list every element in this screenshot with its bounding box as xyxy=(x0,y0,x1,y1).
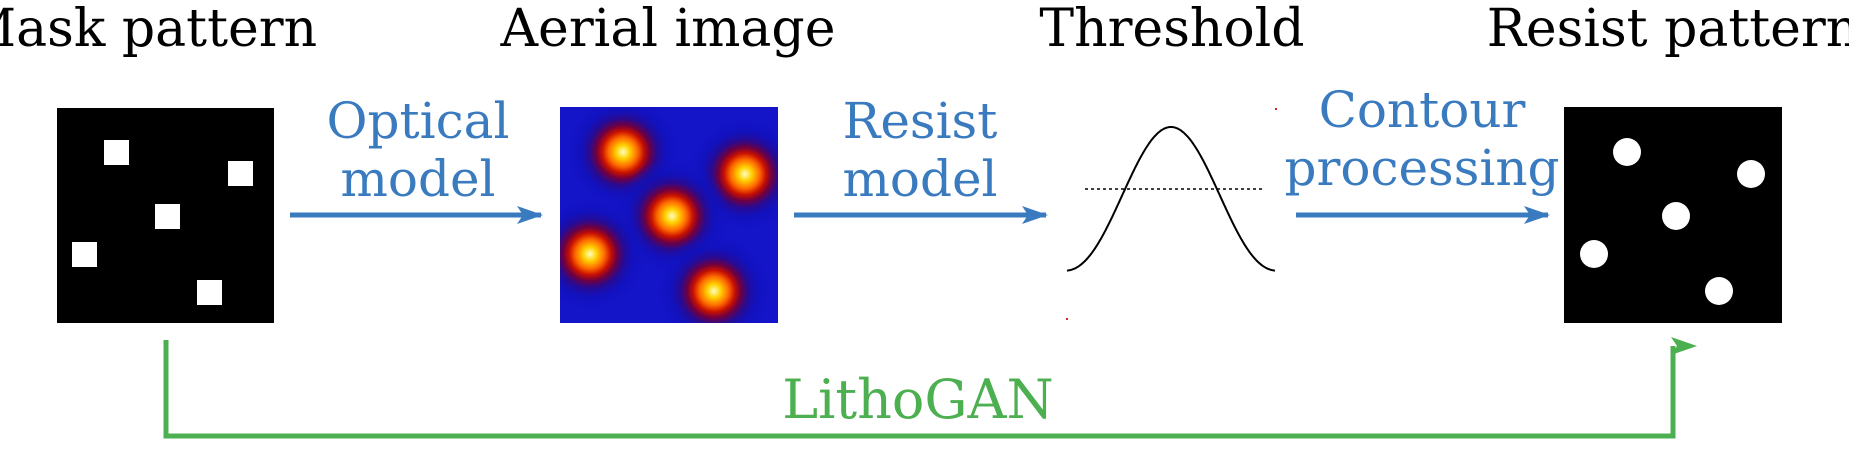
resist-contact-hole xyxy=(1737,160,1765,188)
mask-pattern-panel xyxy=(57,108,274,323)
resist-contact-hole xyxy=(1662,202,1690,230)
contour-processing-label-line2: processing xyxy=(1284,139,1559,197)
mask-square xyxy=(104,140,129,165)
aerial-image-panel xyxy=(560,107,778,323)
mask-square xyxy=(228,161,253,186)
optical-model-label-line2: model xyxy=(340,150,495,208)
resist-model-label-line1: Resist xyxy=(843,92,998,150)
intensity-curve xyxy=(1066,126,1276,272)
mask-square xyxy=(197,280,222,305)
resist-contact-hole xyxy=(1613,138,1641,166)
optical-model-label-line1: Optical xyxy=(327,92,510,150)
aerial-image-title: Aerial image xyxy=(500,0,836,59)
resist-contact-hole xyxy=(1705,277,1733,305)
red-dot-marker xyxy=(1066,318,1068,320)
threshold-title: Threshold xyxy=(1039,0,1304,59)
mask-square xyxy=(72,242,97,267)
mask-square xyxy=(155,204,180,229)
lithogan-shortcut-arrow xyxy=(163,337,1697,439)
mask-pattern-title: Mask pattern xyxy=(0,0,317,59)
contour-processing-label-line1: Contour xyxy=(1319,81,1526,139)
resist-model-label-line2: model xyxy=(842,150,997,208)
threshold-plot xyxy=(1066,108,1277,320)
aerial-intensity-spot xyxy=(656,233,772,323)
lithogan-label: LithoGAN xyxy=(782,368,1054,431)
aerial-intensity-spot xyxy=(560,196,648,312)
resist-pattern-title: Resist pattern xyxy=(1487,0,1849,59)
resist-contact-hole xyxy=(1580,240,1608,268)
red-dot-marker xyxy=(1275,108,1277,110)
resist-pattern-panel xyxy=(1564,107,1782,323)
